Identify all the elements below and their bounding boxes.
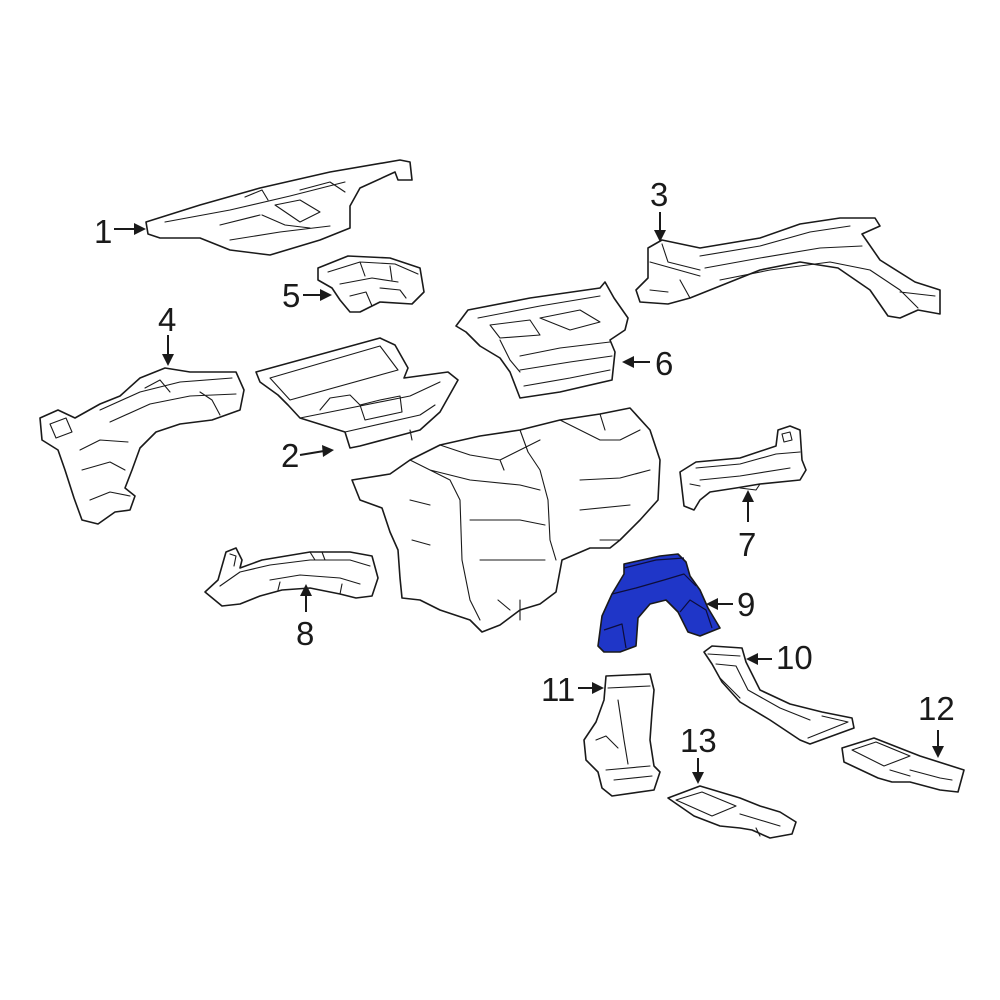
hvac-case-housing	[351, 407, 661, 633]
part-11-vertical-duct[interactable]	[583, 673, 661, 797]
callout-8[interactable]: 8	[296, 615, 314, 652]
arrowhead-4	[162, 354, 174, 366]
arrowhead-8	[300, 584, 312, 596]
part-8-floor-duct[interactable]	[204, 547, 379, 607]
arrowhead-9	[706, 598, 718, 610]
arrowhead-12	[932, 746, 944, 758]
part-13-outlet-duct[interactable]	[667, 785, 797, 839]
arrowhead-11	[592, 682, 604, 694]
part-9-rear-floor-duct[interactable]	[597, 553, 721, 653]
arrowhead-1	[134, 223, 146, 235]
callout-11[interactable]: 11	[541, 671, 575, 708]
part-5-duct-block[interactable]	[317, 255, 425, 313]
part-10-floor-duct[interactable]	[703, 645, 855, 745]
callout-1[interactable]: 1	[94, 213, 112, 250]
arrowhead-6	[622, 356, 634, 368]
callout-labels: 1 2 3 4 5 6 7 8 9 10 11 12 13	[94, 176, 955, 759]
arrowhead-13	[692, 772, 704, 784]
callout-10[interactable]: 10	[776, 639, 813, 676]
arrowhead-2	[322, 445, 334, 457]
callout-13[interactable]: 13	[680, 722, 717, 759]
callout-12[interactable]: 12	[918, 690, 955, 727]
callout-7[interactable]: 7	[738, 526, 756, 563]
arrowhead-5	[320, 289, 332, 301]
leader-arrows	[114, 212, 944, 784]
callout-9[interactable]: 9	[737, 586, 755, 623]
leader-arrow-2	[299, 450, 325, 456]
arrowhead-3	[654, 230, 666, 242]
part-4-side-duct[interactable]	[39, 367, 245, 525]
part-2-duct-tray[interactable]	[255, 337, 459, 449]
part-1-defroster-duct[interactable]	[145, 159, 413, 256]
part-3-side-duct[interactable]	[635, 217, 941, 319]
callout-4[interactable]: 4	[158, 301, 176, 338]
arrowhead-7	[742, 490, 754, 502]
arrowhead-10	[746, 653, 758, 665]
callout-5[interactable]: 5	[282, 277, 300, 314]
callout-3[interactable]: 3	[650, 176, 668, 213]
callout-2[interactable]: 2	[281, 437, 299, 474]
callout-6[interactable]: 6	[655, 345, 673, 382]
part-12-outlet-duct[interactable]	[841, 737, 965, 793]
part-6-duct-box[interactable]	[455, 281, 629, 399]
part-7-duct-bracket[interactable]	[679, 425, 807, 511]
